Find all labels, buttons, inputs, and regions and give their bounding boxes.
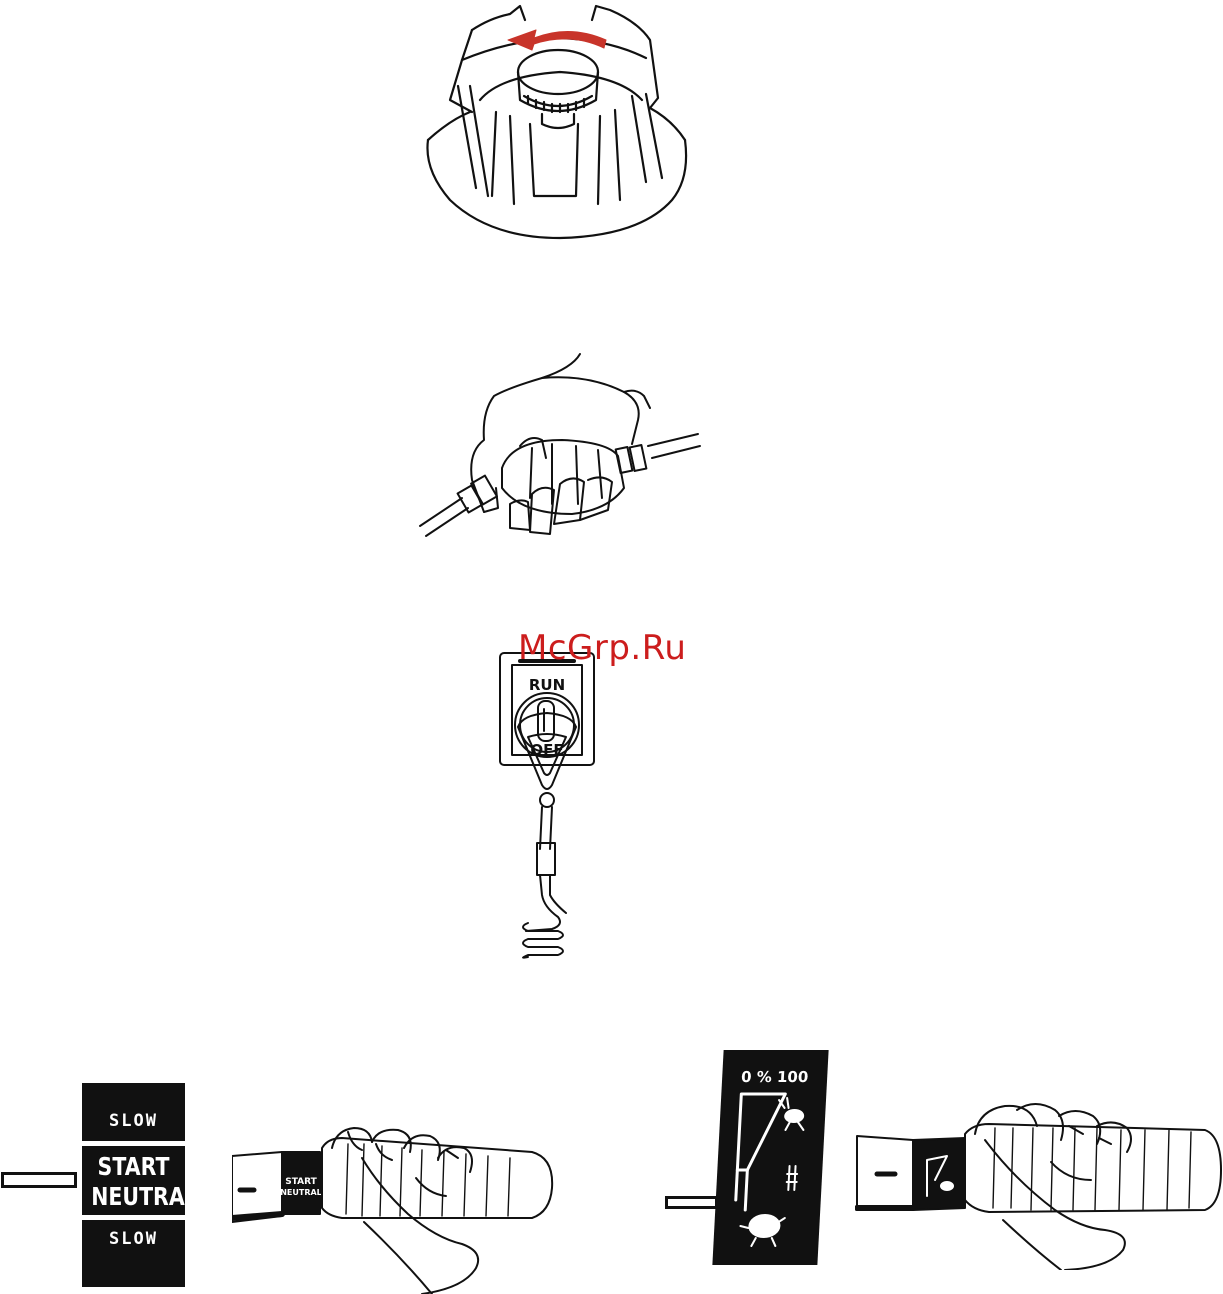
- slow-label-top: SLOW: [82, 1111, 185, 1131]
- counterclockwise-arrow-icon: [508, 30, 606, 50]
- fuel-cap-illustration: [410, 0, 700, 245]
- watermark-text: McGrp.Ru: [518, 628, 686, 668]
- tiller-grip-throttle-illustration: [855, 1100, 1223, 1270]
- slow-label-bottom: SLOW: [82, 1229, 185, 1249]
- shift-position-pointer: [1, 1172, 77, 1188]
- shift-position-decal: SLOW START NEUTRAL SLOW: [82, 1083, 185, 1287]
- primer-bulb-illustration: [412, 348, 707, 540]
- turtle-icon: [739, 1214, 785, 1246]
- grip-start-label: START: [285, 1177, 317, 1187]
- throttle-decal: 0 % 100: [712, 1050, 828, 1265]
- hare-icon: [777, 1098, 805, 1130]
- tiller-grip-start-illustration: START NEUTRAL: [232, 1118, 557, 1294]
- start-label: START: [91, 1153, 175, 1181]
- off-label: OFF: [530, 741, 563, 759]
- run-label: RUN: [529, 676, 565, 694]
- grip-neutral-label: NEUTRAL: [280, 1188, 322, 1197]
- decal-divider: [82, 1215, 185, 1220]
- neutral-label: NEUTRAL: [91, 1183, 175, 1211]
- throttle-position-pointer: [665, 1196, 718, 1209]
- stop-switch-illustration: RUN OFF: [492, 645, 602, 960]
- decal-divider: [82, 1141, 185, 1146]
